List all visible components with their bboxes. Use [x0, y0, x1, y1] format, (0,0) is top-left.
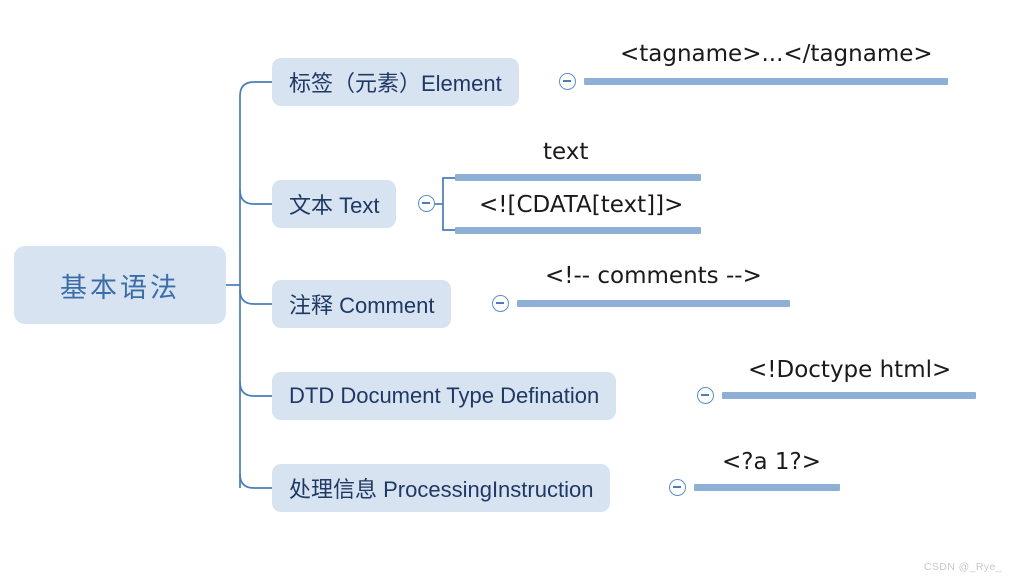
leaf-bar-processing-instruction — [694, 484, 840, 491]
leaf-caption-text-cdata: <![CDATA[text]]> — [479, 192, 684, 218]
branch-node-element[interactable]: 标签（元素）Element — [272, 58, 519, 106]
root-node[interactable]: 基本语法 — [14, 246, 226, 324]
leaf-caption-processing-instruction: <?a 1?> — [722, 449, 821, 475]
leaf-caption-text-plain: text — [543, 139, 589, 165]
collapse-minus-circle-icon[interactable] — [697, 387, 714, 404]
elbow-connector-comment — [239, 289, 272, 305]
bracket-upper-arm — [442, 177, 455, 204]
leaf-caption-comment: <!-- comments --> — [545, 263, 762, 289]
elbow-connector-pi — [239, 473, 272, 489]
branch-node-dtd[interactable]: DTD Document Type Defination — [272, 372, 617, 420]
branch-node-comment[interactable]: 注释 Comment — [272, 280, 452, 328]
collapse-minus-circle-icon[interactable] — [559, 73, 576, 90]
elbow-connector-text — [239, 189, 272, 205]
leaf-bar-element — [584, 78, 948, 85]
elbow-connector-dtd — [239, 381, 272, 397]
leaf-bar-text-cdata — [455, 227, 701, 234]
collapse-minus-circle-icon[interactable] — [669, 479, 686, 496]
branch-node-text-label: 文本 Text — [289, 193, 380, 218]
watermark: CSDN @_Rye_ — [923, 561, 1002, 573]
branch-node-comment-label: 注释 Comment — [289, 293, 435, 318]
branch-node-element-label: 标签（元素）Element — [289, 71, 502, 96]
leaf-bar-comment — [517, 300, 790, 307]
elbow-connector-element — [239, 81, 272, 97]
branch-node-text[interactable]: 文本 Text — [272, 180, 397, 228]
collapse-minus-circle-icon[interactable] — [492, 295, 509, 312]
leaf-bar-dtd — [722, 392, 976, 399]
collapse-minus-circle-icon[interactable] — [418, 195, 435, 212]
leaf-bar-text-plain — [455, 174, 701, 181]
branch-node-processing-instruction-label: 处理信息 ProcessingInstruction — [289, 477, 594, 502]
leaf-caption-element: <tagname>...</tagname> — [620, 41, 933, 67]
leaf-caption-dtd: <!Doctype html> — [748, 357, 952, 383]
bracket-lower-arm — [442, 204, 455, 231]
branch-node-processing-instruction[interactable]: 处理信息 ProcessingInstruction — [272, 464, 611, 512]
branch-node-dtd-label: DTD Document Type Defination — [289, 383, 600, 408]
root-node-label: 基本语法 — [60, 272, 180, 303]
